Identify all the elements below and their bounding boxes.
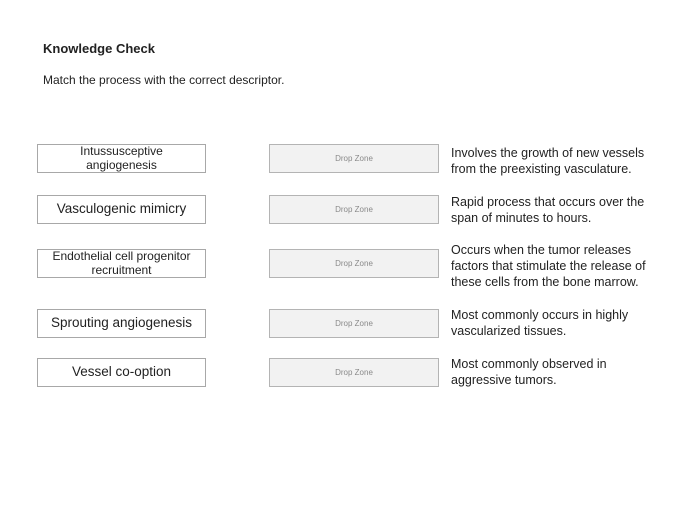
descriptor-1: Involves the growth of new vessels from … <box>451 146 645 176</box>
drop-zone-5[interactable]: Drop Zone <box>269 358 439 387</box>
instruction-text: Match the process with the correct descr… <box>43 73 285 87</box>
drop-zone-label: Drop Zone <box>335 259 373 268</box>
descriptor-4: Most commonly occurs in highly vasculari… <box>451 308 629 338</box>
descriptor-5: Most commonly observed in aggressive tum… <box>451 357 607 387</box>
drop-zone-label: Drop Zone <box>335 368 373 377</box>
drop-zone-label: Drop Zone <box>335 205 373 214</box>
drop-zone-3[interactable]: Drop Zone <box>269 249 439 278</box>
drop-zone-1[interactable]: Drop Zone <box>269 144 439 173</box>
drop-zone-label: Drop Zone <box>335 319 373 328</box>
process-card-intussusceptive-angiogenesis[interactable]: Intussusceptive angiogenesis <box>37 144 206 173</box>
process-card-sprouting-angiogenesis[interactable]: Sprouting angiogenesis <box>37 309 206 338</box>
process-card-endothelial-cell-progenitor-recruitment[interactable]: Endothelial cell progenitor recruitment <box>37 249 206 278</box>
drop-zone-2[interactable]: Drop Zone <box>269 195 439 224</box>
process-label: Endothelial cell progenitor recruitment <box>52 249 191 277</box>
process-label: Vasculogenic mimicry <box>56 201 187 217</box>
knowledge-check-title: Knowledge Check <box>43 41 155 56</box>
process-label: Intussusceptive angiogenesis <box>80 144 163 172</box>
process-card-vasculogenic-mimicry[interactable]: Vasculogenic mimicry <box>37 195 206 224</box>
descriptor-3: Occurs when the tumor releases factors t… <box>451 243 646 289</box>
drop-zone-label: Drop Zone <box>335 154 373 163</box>
process-card-vessel-co-option[interactable]: Vessel co-option <box>37 358 206 387</box>
process-label: Sprouting angiogenesis <box>50 315 193 331</box>
process-label: Vessel co-option <box>71 364 172 380</box>
descriptor-2: Rapid process that occurs over the span … <box>451 195 645 225</box>
drop-zone-4[interactable]: Drop Zone <box>269 309 439 338</box>
